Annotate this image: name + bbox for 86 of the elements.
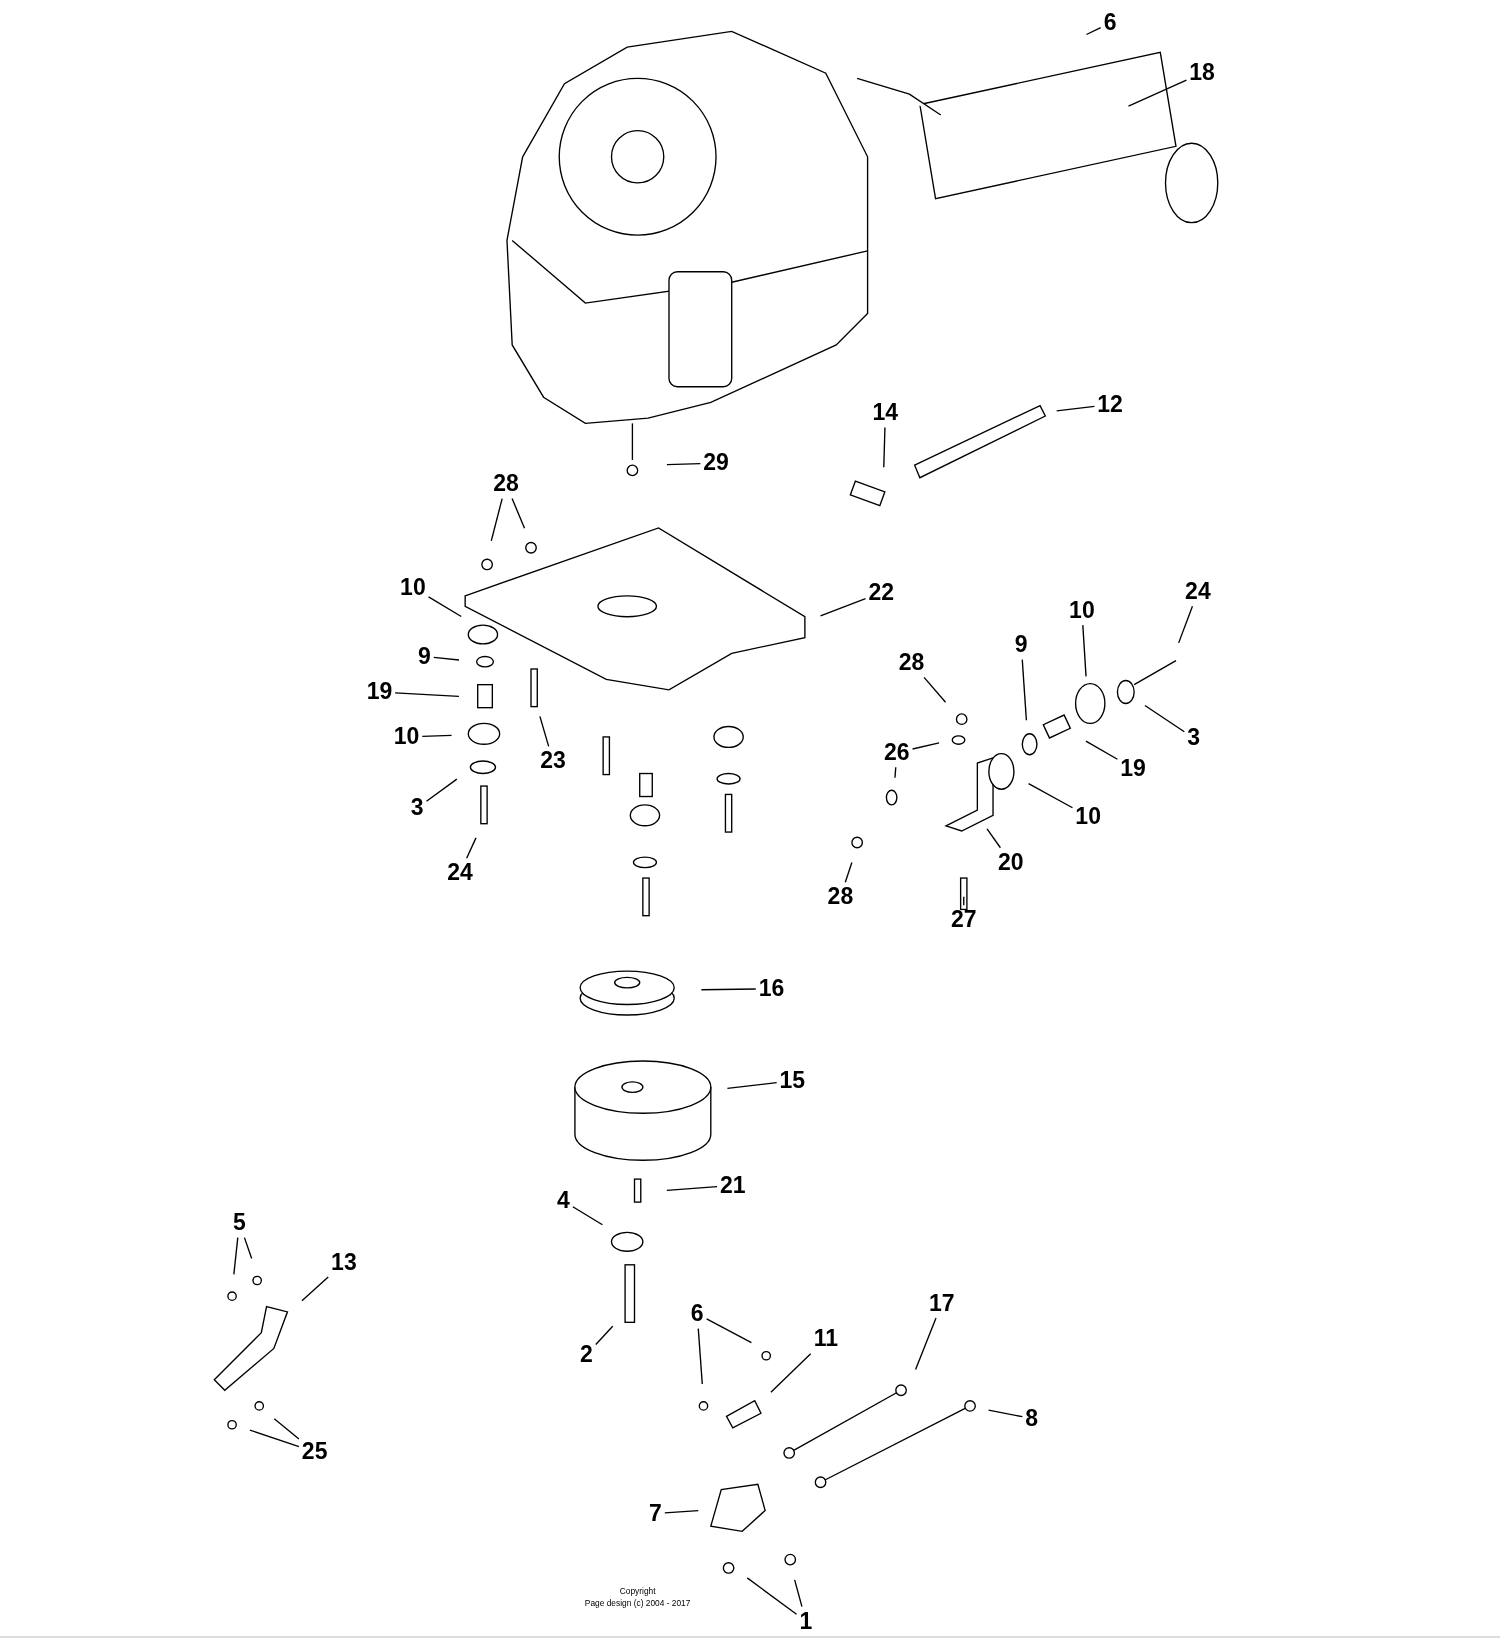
leader-line [490, 497, 503, 542]
leader-line [986, 828, 1002, 849]
leader-line [923, 676, 947, 703]
leader-line [1027, 783, 1074, 809]
leader-line [1056, 405, 1096, 412]
callout-number: 19 [1120, 756, 1146, 780]
callout-number: 17 [929, 1292, 955, 1315]
leader-line [1082, 624, 1087, 677]
leader-line [511, 497, 526, 529]
leader-line [1178, 605, 1194, 644]
leader-line [539, 715, 550, 747]
leader-line [433, 656, 460, 661]
leader-line [911, 742, 940, 750]
leader-line [249, 1429, 300, 1448]
callout-number: 13 [331, 1251, 357, 1275]
callout-number: 25 [301, 1440, 328, 1464]
callout-number: 24 [447, 861, 473, 885]
leader-line [666, 462, 702, 466]
leader-line [572, 1206, 604, 1226]
leader-line [425, 778, 458, 802]
callout-number: 18 [1189, 61, 1215, 85]
leader-line [770, 1353, 812, 1393]
leader-line [746, 1577, 798, 1615]
callout-number: 28 [827, 885, 854, 909]
leader-line [595, 1325, 614, 1346]
leader-line [1127, 79, 1188, 107]
callout-number: 10 [400, 575, 426, 599]
leader-line [1085, 26, 1102, 36]
leader-line [844, 861, 853, 883]
leader-line [273, 1417, 300, 1440]
callout-number: 8 [1025, 1406, 1039, 1430]
leader-line [1144, 704, 1185, 733]
callout-number: 22 [868, 581, 894, 605]
callout-number: 5 [232, 1211, 246, 1235]
copyright-note: Page design (c) 2004 - 2017 [584, 1598, 691, 1608]
callout-number: 29 [703, 451, 729, 475]
leader-line [664, 1509, 699, 1514]
leader-line [819, 598, 867, 617]
leader-line [465, 837, 477, 859]
leader-line [233, 1236, 239, 1275]
callout-number: 15 [779, 1069, 806, 1093]
callout-number: 4 [557, 1189, 570, 1213]
leader-line [894, 766, 897, 779]
callout-number: 24 [1185, 580, 1211, 604]
leader-line [987, 1409, 1023, 1418]
leader-line [697, 1327, 703, 1385]
callout-number: 10 [393, 725, 420, 749]
callout-number: 28 [898, 651, 925, 675]
callout-number: 10 [1075, 804, 1101, 828]
callout-number: 3 [410, 796, 424, 820]
leader-line [1085, 740, 1119, 760]
leader-line [666, 1185, 718, 1192]
leader-line [394, 692, 460, 697]
leader-line [1021, 658, 1028, 721]
callout-number: 9 [1014, 633, 1028, 657]
callout-number: 23 [540, 749, 566, 773]
leader-line [700, 988, 757, 991]
leader-line [963, 896, 965, 906]
callout-number: 19 [366, 680, 393, 704]
copyright-note: Copyright [619, 1586, 656, 1597]
callout-number: 2 [580, 1343, 593, 1367]
callout-number: 6 [690, 1302, 704, 1326]
callout-number: 21 [719, 1173, 746, 1197]
callout-number: 10 [1069, 598, 1095, 622]
callout-number: 9 [418, 644, 431, 668]
leader-line [726, 1081, 778, 1089]
leader-line [705, 1318, 753, 1344]
callout-number: 6 [1103, 11, 1117, 35]
callout-number: 14 [872, 401, 899, 425]
leader-line [883, 426, 886, 468]
callout-number: 12 [1097, 393, 1123, 417]
callout-number: 27 [950, 908, 977, 932]
leader-line [421, 734, 453, 738]
leader-line [914, 1317, 937, 1371]
callout-number: 11 [813, 1327, 838, 1351]
leader-line [243, 1236, 253, 1260]
callout-number: 1 [799, 1609, 813, 1633]
leader-line [301, 1276, 329, 1302]
callout-number: 16 [758, 977, 785, 1001]
callout-number: 26 [884, 741, 910, 765]
leader-line [427, 596, 462, 618]
callout-number: 7 [649, 1502, 662, 1526]
leader-line [793, 1579, 803, 1608]
callout-number: 3 [1187, 726, 1201, 750]
callout-number: 20 [998, 850, 1024, 874]
callout-number: 28 [493, 472, 519, 496]
